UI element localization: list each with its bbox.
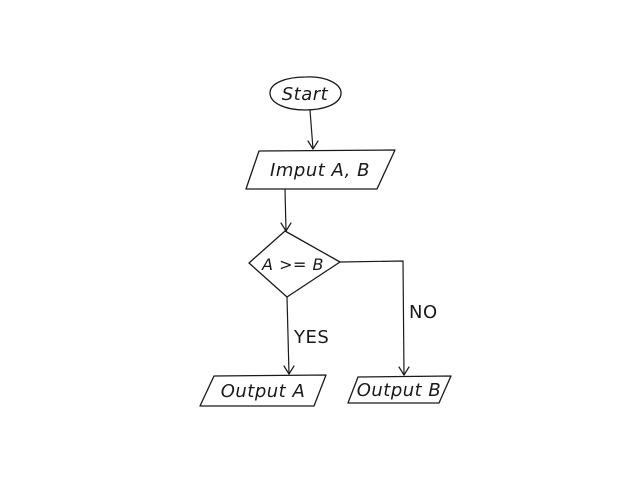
arrowhead-start-to-input <box>307 140 319 150</box>
arrowhead-decision-to-output-b <box>398 366 410 376</box>
start-node: Start <box>269 76 342 111</box>
yes-edge-label: YES <box>293 327 329 348</box>
edge-input-to-decision <box>284 188 287 232</box>
input-label: Imput A, B <box>270 160 370 181</box>
decision-label: A >= B <box>261 255 324 274</box>
start-label: Start <box>282 84 329 105</box>
input-parallelogram <box>245 149 396 190</box>
arrowhead-decision-to-output-a <box>283 365 295 375</box>
output-a-parallelogram <box>199 374 327 407</box>
no-edge-label: NO <box>409 302 438 323</box>
output-b-label: Output B <box>357 380 442 401</box>
output-b-node: Output B <box>347 375 452 404</box>
output-a-node: Output A <box>199 374 327 407</box>
output-b-parallelogram <box>347 375 452 404</box>
input-node: Imput A, B <box>245 149 396 190</box>
output-a-label: Output A <box>221 381 306 402</box>
edge-decision-to-output-b <box>339 260 405 376</box>
start-ellipse <box>269 76 342 111</box>
edge-start-to-input <box>309 109 314 150</box>
edge-decision-to-output-a <box>286 296 290 375</box>
decision-node: A >= B <box>248 230 341 298</box>
